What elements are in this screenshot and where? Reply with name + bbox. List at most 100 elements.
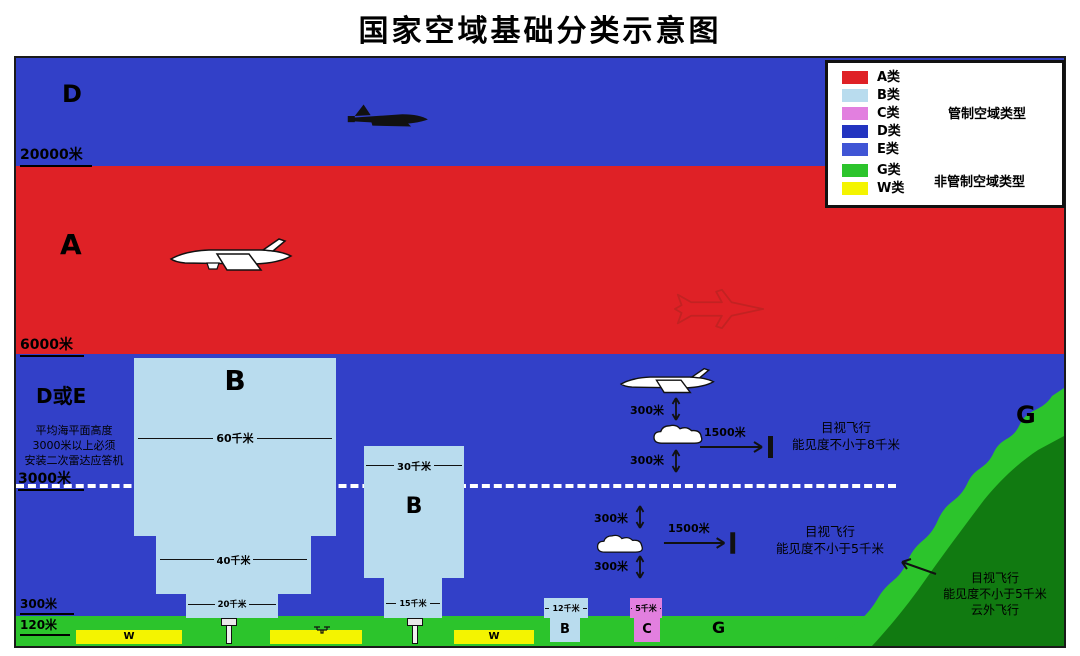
airliner-icon [169, 238, 293, 271]
legend-row-a: A类 [842, 71, 1062, 84]
vertical-arrow-icon [635, 555, 645, 579]
legend-box: A类 B类 C类 D类 E类 G类 W类 管制空域类型 非管制空域类型 [825, 60, 1065, 208]
legend-label-g: G类 [877, 163, 901, 178]
zone-label-d-upper: D [62, 80, 82, 108]
width-30km-label: 30千米 [397, 462, 431, 473]
space-shuttle-icon [347, 104, 428, 127]
vfr-upper-below-label: 300米 [630, 454, 664, 467]
width-40km-label: 40千米 [216, 556, 251, 567]
legend-swatch-g [842, 164, 868, 177]
vfr-lower-note: 目视飞行 能见度不小于5千米 [776, 524, 884, 556]
vfr-mountain-note: 目视飞行 能见度不小于5千米 云外飞行 [943, 571, 1047, 618]
width-line [545, 608, 550, 609]
width-line [160, 559, 214, 560]
class-c-tab: C [634, 618, 660, 642]
tower-cab [221, 618, 237, 626]
legend-controlled-type-label: 管制空域类型 [948, 107, 1027, 122]
legend-label-c: C类 [877, 106, 900, 121]
pointer-arrow-icon [901, 558, 937, 575]
width-line [249, 603, 276, 605]
width-line [138, 437, 214, 439]
class-b-large-width-60km: 60千米 [138, 430, 332, 446]
width-12km-label: 12千米 [552, 604, 580, 613]
legend-row-g: G类 [842, 164, 1062, 177]
class-c-width-5km: 5千米 [631, 603, 662, 614]
class-b-medium-tier-top [364, 446, 464, 578]
legend-row-b: B类 [842, 89, 1062, 102]
fighter-jet-icon [674, 288, 765, 330]
legend-label-a: A类 [877, 70, 901, 85]
zone-label-g-surface: G [712, 618, 726, 637]
altitude-label-3000m: 3000米 [18, 468, 84, 491]
class-b-medium-tier-bottom [384, 578, 442, 618]
legend-swatch-a [842, 71, 868, 84]
zone-label-a: A [60, 228, 82, 261]
legend-row-c: C类 [842, 107, 1062, 120]
legend-swatch-c [842, 107, 868, 120]
width-5km-label: 5千米 [635, 604, 657, 613]
vertical-arrow-icon [671, 449, 681, 473]
class-b-large-tier-top [134, 358, 336, 536]
legend-row-w: W类 [842, 182, 1062, 195]
cloud-icon [653, 424, 703, 444]
width-line [256, 437, 332, 439]
w-label-right: W [488, 631, 500, 642]
legend-uncontrolled-type-label: 非管制空域类型 [934, 175, 1026, 190]
class-b-medium-width-30km: 30千米 [366, 458, 463, 473]
width-line [429, 603, 441, 604]
vfr-upper-horizontal-label: 1500米 [704, 426, 746, 439]
class-c-box [630, 598, 662, 618]
vfr-lower-below-label: 300米 [594, 560, 628, 573]
transponder-note: 平均海平面高度 3000米以上必须 安装二次雷达应答机 [24, 424, 124, 467]
legend-label-e: E类 [877, 142, 899, 157]
class-b-large-tier-bottom [186, 594, 278, 618]
control-tower-icon [406, 618, 424, 644]
mountain-g-zone [826, 388, 1064, 646]
class-b-large-width-20km: 20千米 [188, 598, 276, 610]
zone-label-g-mountain: G [1016, 401, 1036, 429]
width-line [433, 465, 463, 466]
vfr-lower-horizontal-label: 1500米 [668, 522, 710, 535]
class-b-small-tab: B [550, 618, 580, 642]
width-line [386, 603, 397, 604]
tower-stem [226, 626, 232, 644]
legend-label-d: D类 [877, 124, 901, 139]
drone-icon [314, 626, 330, 634]
width-20km-label: 20千米 [217, 600, 247, 610]
altitude-label-20000m: 20000米 [20, 144, 92, 167]
diagram-title: 国家空域基础分类示意图 [358, 14, 722, 49]
width-line [253, 559, 308, 560]
width-line [631, 608, 633, 609]
w-label-left: W [123, 631, 135, 642]
horizontal-arrow-icon [663, 532, 736, 554]
airspace-diagram: G 20000米 6000米 3000米 300米 120米 D A D或E 平… [14, 56, 1066, 648]
width-line [582, 608, 588, 609]
zone-label-d-or-e: D或E [36, 384, 87, 408]
w-strip-middle [270, 630, 362, 644]
class-b-small-width-12km: 12千米 [545, 603, 588, 614]
tower-stem [412, 626, 418, 644]
width-line [659, 608, 662, 609]
class-b-large-tier-mid [156, 536, 311, 594]
width-line [366, 465, 395, 466]
legend-swatch-w [842, 182, 868, 195]
legend-swatch-e [842, 143, 868, 156]
w-strip-left [76, 630, 182, 644]
legend-swatch-d [842, 125, 868, 138]
tower-cab [407, 618, 423, 626]
vfr-upper-note: 目视飞行 能见度不小于8千米 [792, 420, 900, 452]
vfr-upper-above-label: 300米 [630, 404, 664, 417]
class-b-small-box [544, 598, 588, 618]
altitude-label-300m: 300米 [20, 595, 74, 615]
width-line [188, 603, 215, 605]
class-b-large-width-40km: 40千米 [160, 552, 308, 567]
width-15km-label: 15千米 [399, 599, 427, 608]
legend-label-b: B类 [877, 88, 900, 103]
cloud-icon [596, 534, 643, 553]
legend-swatch-b [842, 89, 868, 102]
legend-row-e: E类 [842, 143, 1062, 156]
altitude-label-6000m: 6000米 [20, 334, 84, 357]
legend-row-d: D类 [842, 125, 1062, 138]
class-b-medium-label: B [405, 494, 423, 519]
